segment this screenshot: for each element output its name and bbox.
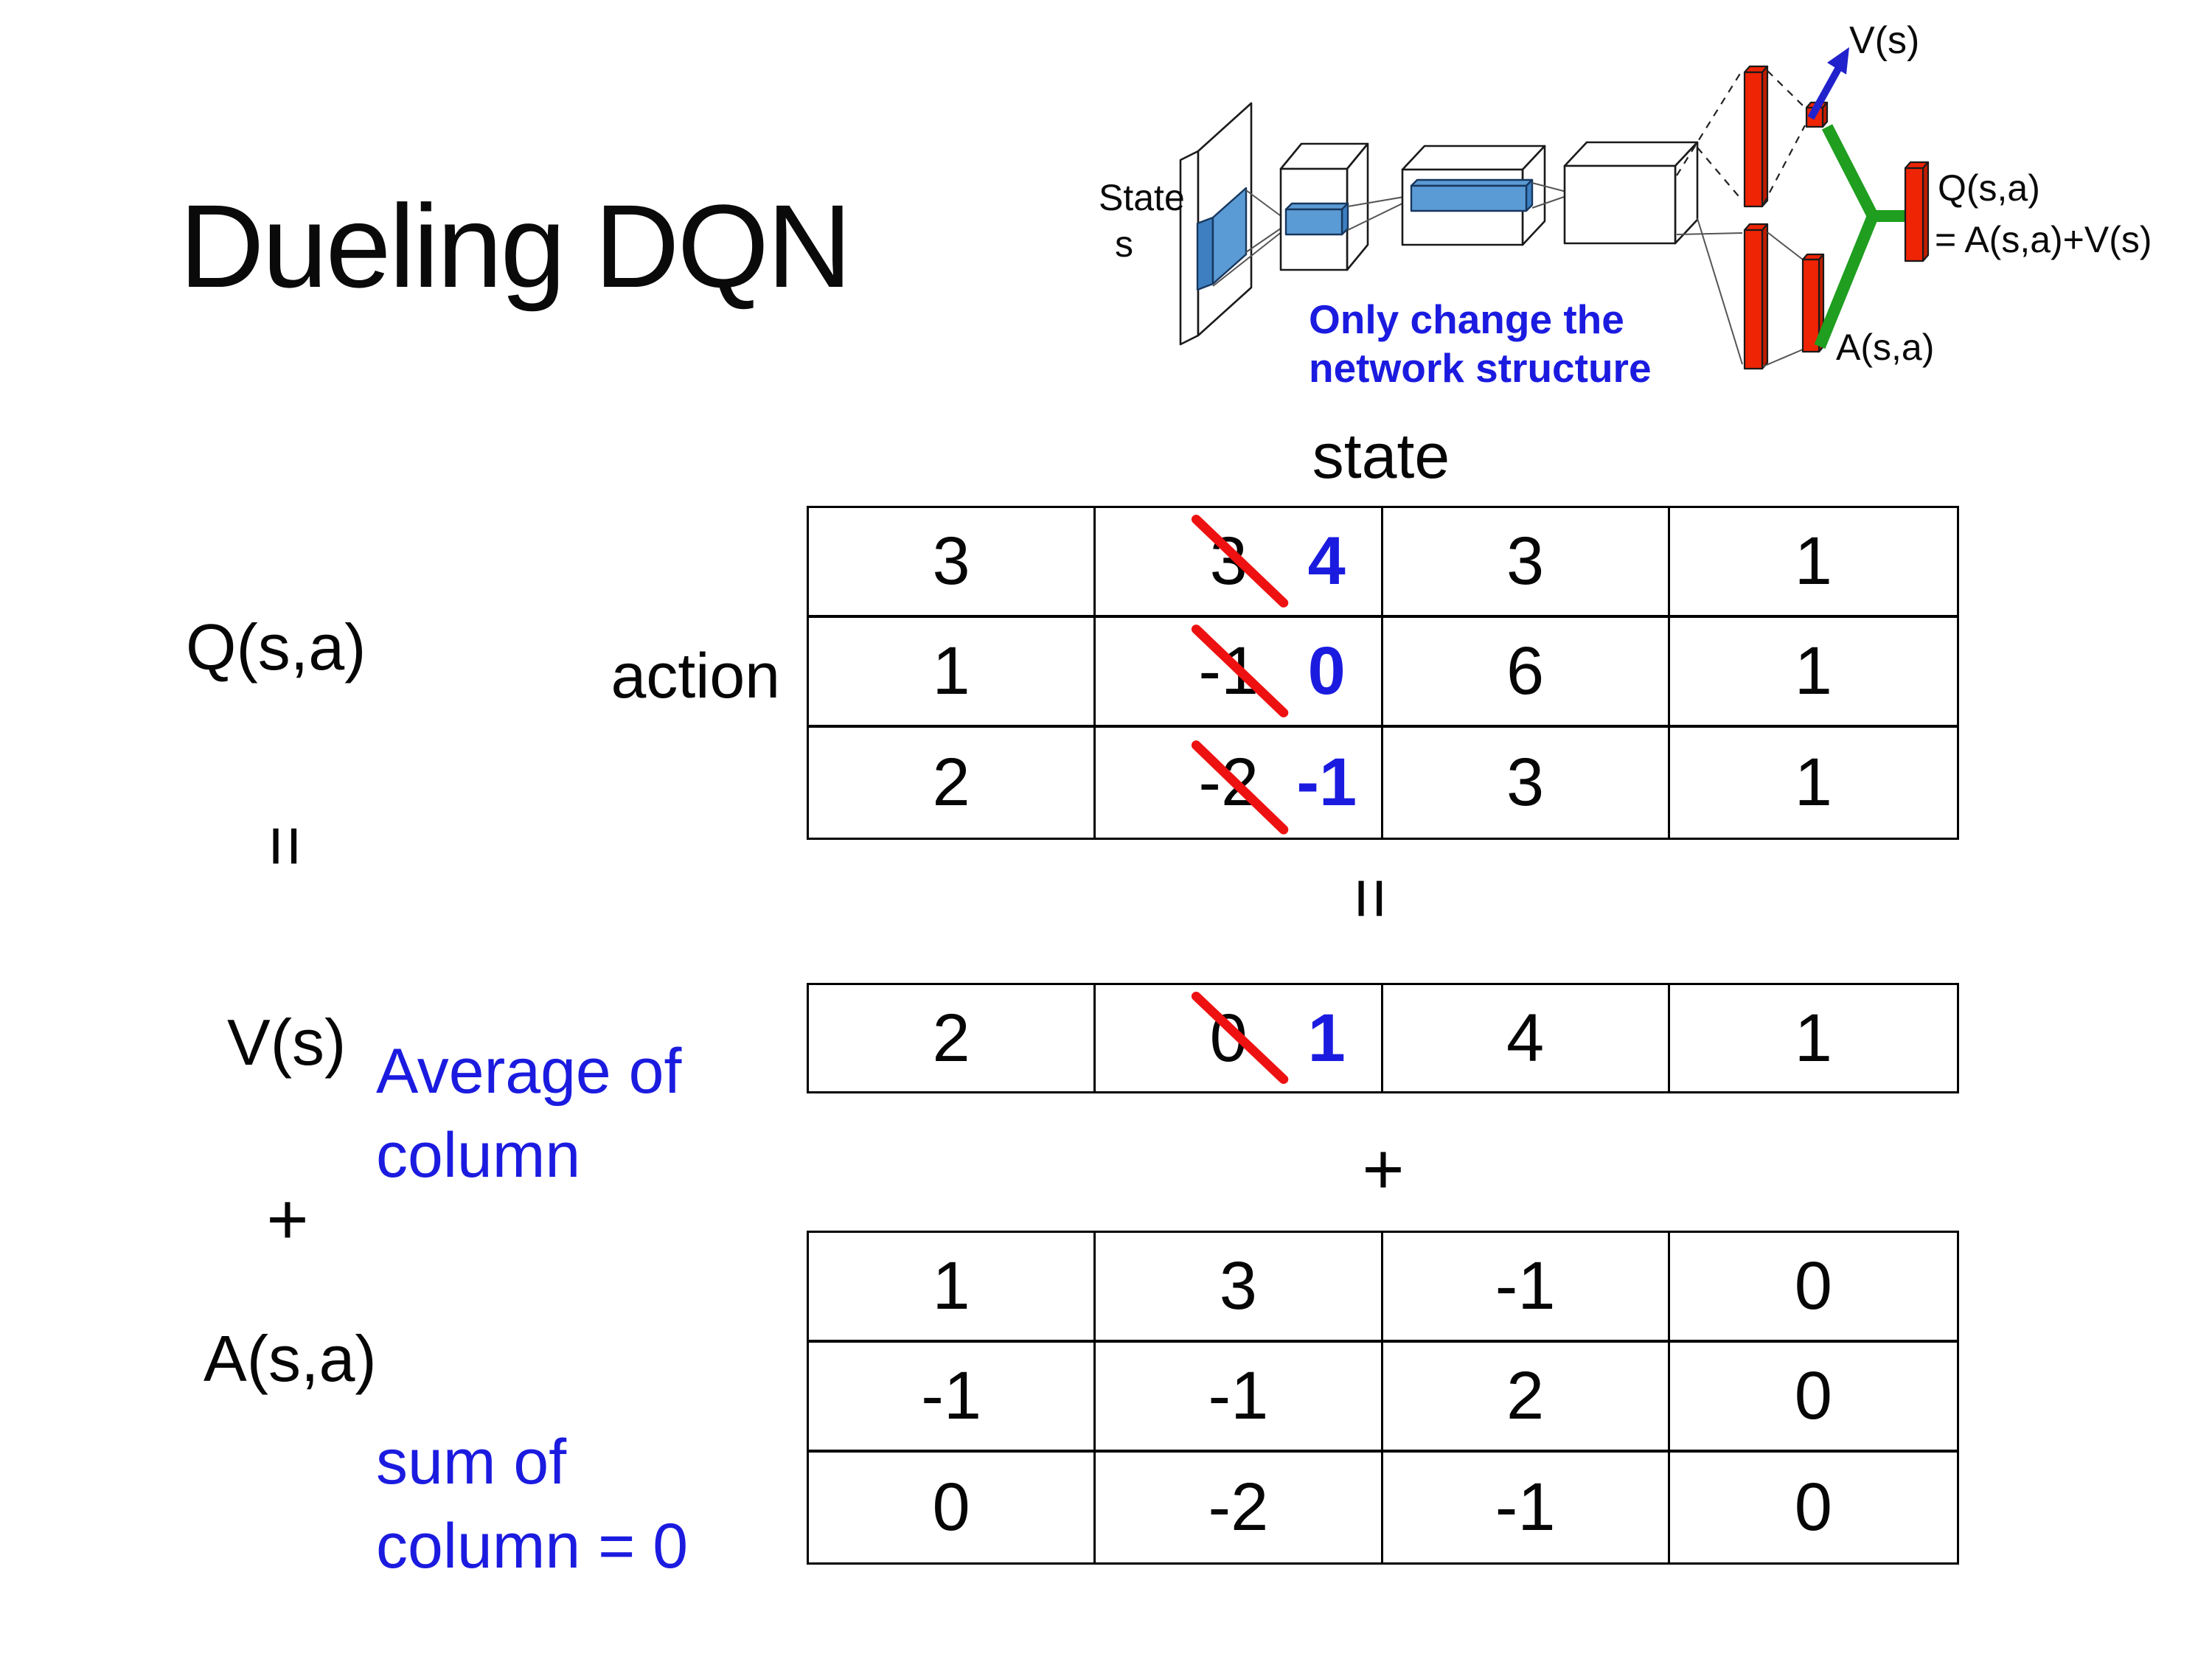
v-values-table: 2 0 1 4 1 [807, 983, 1959, 1093]
conv-box-2-top [1401, 145, 1546, 171]
q-values-table: 3 3 4 3 1 1 -1 0 6 1 2 -2 -1 3 1 [807, 506, 1959, 840]
tables-equals-sign: = [1320, 858, 1423, 939]
conv-filter-front [1211, 187, 1248, 285]
q-cell-r0c3: 1 [1669, 508, 1957, 618]
q-cell-r1c2: 6 [1382, 618, 1670, 728]
equation-a-label: A(s,a) [204, 1322, 377, 1395]
plus-glyph: + [266, 1178, 309, 1259]
average-note-line2: column [376, 1120, 581, 1191]
diagram-note-line2: network structure [1309, 345, 1652, 391]
v-output-label: V(s) [1849, 19, 1919, 62]
q-cell-r0c1-corrected: 3 4 [1096, 508, 1383, 618]
average-of-column-note: Average of column [376, 1029, 681, 1197]
equation-v-label: V(s) [227, 1006, 347, 1079]
a-cell-r1c3: 0 [1669, 1343, 1957, 1453]
feature-bar-1-front [1284, 208, 1343, 236]
v-output-arrow [1807, 63, 1844, 120]
a-cell-r2c1: -2 [1096, 1453, 1383, 1562]
state-input-label-s: s [1115, 223, 1133, 265]
state-axis-label: state [1312, 421, 1450, 492]
value-stream-fc-bar [1743, 71, 1764, 208]
sum-note-line2: column = 0 [376, 1511, 689, 1582]
a-vector-bar [1801, 258, 1820, 353]
equation-equals-sign: = [234, 805, 338, 886]
a-cell-r1c1: -1 [1096, 1343, 1383, 1453]
q-cell-r2c0: 2 [809, 728, 1096, 838]
page-title: Dueling DQN [179, 180, 852, 312]
q-new-value: -1 [1296, 745, 1357, 820]
q-cell-r1c1-corrected: -1 0 [1096, 618, 1383, 728]
a-cell-r0c3: 0 [1669, 1233, 1957, 1343]
a-cell-r2c3: 0 [1794, 1470, 1832, 1545]
q-output-label-line1: Q(s,a) [1938, 167, 2040, 209]
a-cell-r2c2: -1 [1383, 1453, 1670, 1562]
equals-glyph: = [1331, 877, 1413, 919]
v-cell-c2: 4 [1383, 985, 1670, 1091]
advantage-stream-fc-bar [1743, 229, 1764, 370]
q-cell-r2c3: 1 [1794, 745, 1832, 820]
q-cell-r0c0: 3 [809, 508, 1096, 618]
a-cell-r1c2: 2 [1382, 1343, 1670, 1453]
sum-of-column-note: sum of column = 0 [376, 1420, 688, 1588]
v-cell-c3: 1 [1794, 1000, 1832, 1076]
a-cell-r0c2: -1 [1382, 1233, 1670, 1343]
v-output-arrowhead [1827, 47, 1849, 74]
fc-box-front [1563, 164, 1677, 245]
q-cell-r2c2: 3 [1383, 728, 1670, 838]
state-input-label: State [1099, 177, 1185, 218]
a-cell-r1c0: -1 [809, 1343, 1096, 1453]
q-cell-r2c1-corrected: -2 -1 [1096, 728, 1383, 838]
q-cell-r0c2: 3 [1382, 508, 1670, 618]
conv-filter-side [1196, 216, 1214, 291]
q-cell-r1c0: 1 [809, 618, 1096, 728]
action-axis-label: action [611, 641, 781, 712]
a-cell-r0c1: 3 [1096, 1233, 1383, 1343]
q-new-value: 4 [1307, 524, 1346, 599]
plus-glyph: + [1362, 1127, 1405, 1209]
v-cell-c0: 2 [809, 985, 1096, 1091]
q-output-label-line2: = A(s,a)+V(s) [1935, 219, 2152, 260]
a-cell-r2c0: 0 [809, 1453, 1096, 1562]
q-cell-r1c3: 1 [1669, 618, 1957, 728]
average-note-line1: Average of [376, 1036, 682, 1107]
tables-plus-sign: + [1332, 1128, 1435, 1209]
a-output-label: A(s,a) [1836, 327, 1934, 368]
feature-bar-2-front [1410, 184, 1528, 212]
equals-glyph: = [246, 824, 327, 867]
diagram-note-line1: Only change the [1309, 296, 1624, 342]
a-cell-r0c0: 1 [809, 1233, 1096, 1343]
q-new-value: 0 [1307, 633, 1346, 709]
v-new-value: 1 [1307, 1000, 1346, 1076]
sum-note-line1: sum of [376, 1427, 567, 1498]
a-values-table: 1 3 -1 0 -1 -1 2 0 0 -2 -1 0 [807, 1231, 1959, 1565]
q-output-bar [1904, 167, 1924, 262]
network-architecture-diagram: State s V(s) Q(s,a) = A(s,a)+V(s) A(s,a)… [1099, 19, 2152, 391]
equation-q-label: Q(s,a) [186, 611, 366, 684]
v-cell-c1-corrected: 0 1 [1096, 985, 1383, 1091]
equation-plus-sign: + [236, 1178, 339, 1259]
